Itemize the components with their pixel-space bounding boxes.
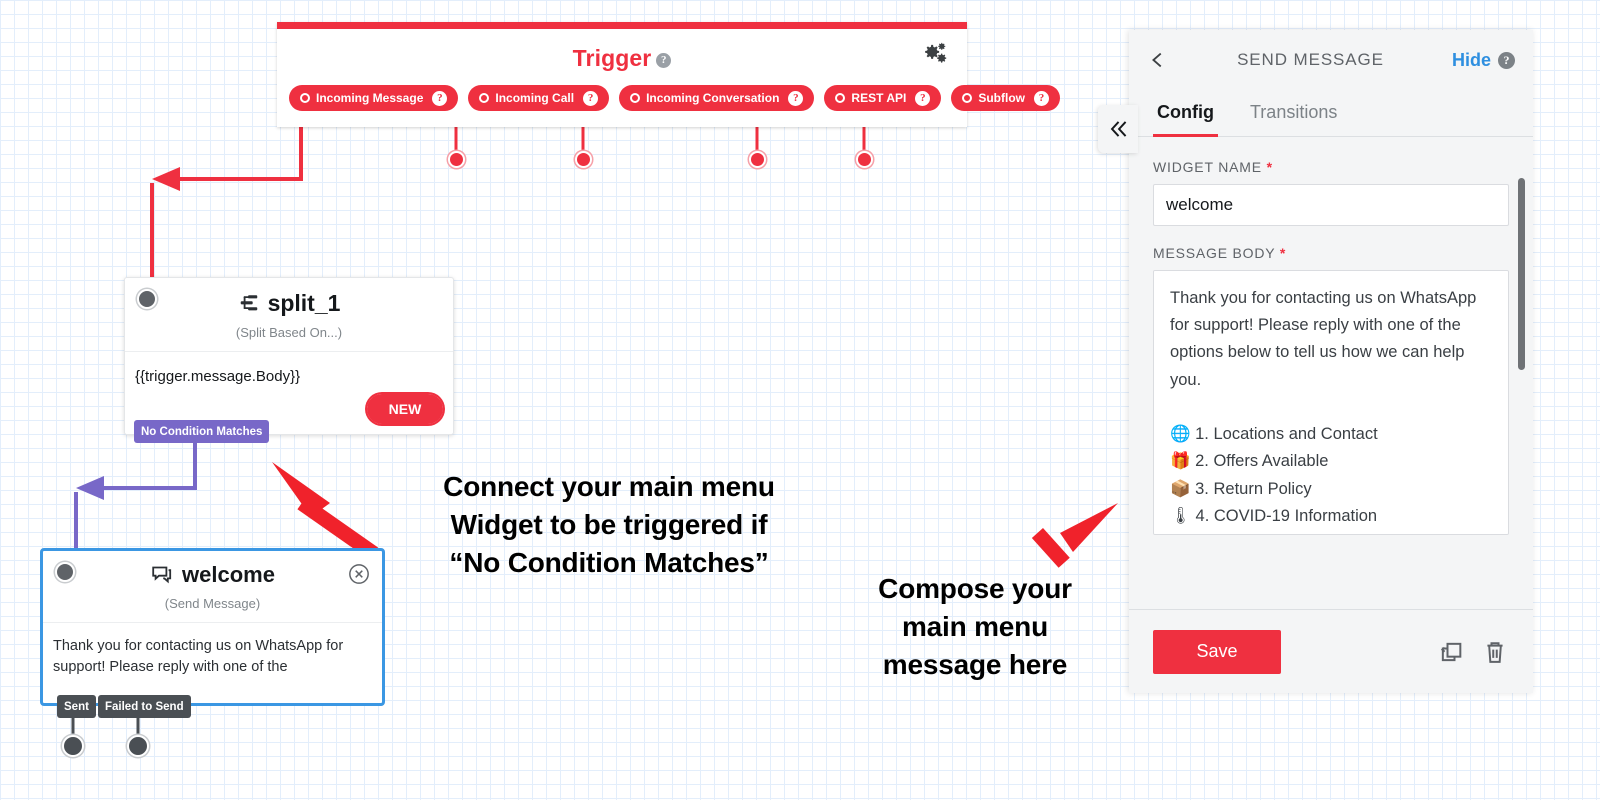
required-marker: * bbox=[1266, 159, 1273, 175]
annotation-connect-main-menu: Connect your main menu Widget to be trig… bbox=[400, 468, 818, 582]
help-icon[interactable]: ? bbox=[1498, 51, 1515, 69]
chip-no-condition-matches[interactable]: No Condition Matches bbox=[134, 420, 270, 443]
message-body-textarea[interactable] bbox=[1153, 270, 1509, 535]
welcome-node-title: welcome bbox=[43, 551, 382, 588]
help-icon[interactable]: ? bbox=[583, 90, 599, 106]
node-input-anchor[interactable] bbox=[137, 289, 157, 309]
trigger-pill-list: Incoming Message ? Incoming Call ? Incom… bbox=[277, 85, 1060, 111]
pill-label: Incoming Call bbox=[495, 91, 575, 105]
welcome-output-dot-sent[interactable] bbox=[62, 735, 84, 757]
split-node-expression: {{trigger.message.Body}} bbox=[135, 368, 301, 385]
panel-form-scroll-area[interactable]: WIDGET NAME * MESSAGE BODY * bbox=[1129, 137, 1533, 609]
connector-dot-icon bbox=[479, 93, 490, 103]
annotation-line: main menu bbox=[901, 611, 1048, 643]
annotation-line: Compose your bbox=[878, 573, 1072, 604]
panel-tabs: Config Transitions bbox=[1129, 90, 1533, 137]
panel-header: SEND MESSAGE Hide ? bbox=[1129, 30, 1533, 90]
connector-dot-icon bbox=[962, 93, 973, 103]
split-node-subtitle: (Split Based On...) bbox=[125, 325, 453, 352]
help-icon[interactable]: ? bbox=[1034, 90, 1049, 106]
chip-failed-to-send[interactable]: Failed to Send bbox=[98, 695, 191, 718]
connector-dot-icon bbox=[300, 93, 310, 103]
welcome-node-subtitle: (Send Message) bbox=[43, 596, 382, 623]
speech-bubble-icon bbox=[152, 566, 172, 584]
trigger-pill-subflow[interactable]: Subflow ? bbox=[951, 85, 1060, 111]
help-icon[interactable]: ? bbox=[432, 90, 448, 106]
send-message-config-panel[interactable]: SEND MESSAGE Hide ? Config Transitions W… bbox=[1129, 30, 1533, 693]
required-marker: * bbox=[1279, 245, 1287, 261]
message-body-label-text: MESSAGE BODY bbox=[1153, 245, 1276, 261]
new-transition-button[interactable]: NEW bbox=[365, 392, 445, 426]
pill-label: REST API bbox=[851, 91, 907, 105]
help-icon[interactable]: ? bbox=[656, 53, 672, 68]
message-body-label: MESSAGE BODY * bbox=[1153, 245, 1509, 261]
trigger-title-text: Trigger bbox=[572, 45, 652, 71]
help-icon[interactable]: ? bbox=[788, 90, 804, 106]
new-button-label: NEW bbox=[367, 394, 443, 424]
tab-config[interactable]: Config bbox=[1153, 90, 1218, 137]
trigger-connector-dot[interactable] bbox=[448, 151, 465, 168]
trigger-connector-dot[interactable] bbox=[575, 151, 592, 168]
split-node-title: split_1 bbox=[125, 278, 453, 317]
connector-dot-icon bbox=[630, 93, 641, 103]
annotation-line: message here bbox=[882, 649, 1068, 681]
trigger-widget[interactable]: Trigger? Incoming Message ? Incoming Cal… bbox=[277, 22, 1060, 127]
trigger-pill-incoming-call[interactable]: Incoming Call ? bbox=[468, 85, 610, 111]
duplicate-icon[interactable] bbox=[1437, 638, 1465, 666]
trash-icon[interactable] bbox=[1481, 638, 1509, 666]
trigger-connector-dot[interactable] bbox=[856, 151, 873, 168]
annotation-line: “No Condition Matches” bbox=[449, 547, 769, 579]
pill-label: Subflow bbox=[978, 91, 1025, 105]
panel-footer: Save bbox=[1129, 609, 1533, 693]
node-input-anchor[interactable] bbox=[55, 562, 75, 582]
widget-name-label-text: WIDGET NAME bbox=[1153, 159, 1262, 175]
tab-transitions[interactable]: Transitions bbox=[1249, 102, 1338, 122]
annotation-compose-message: Compose your main menu message here bbox=[855, 570, 1095, 684]
widget-name-label: WIDGET NAME * bbox=[1153, 159, 1509, 175]
trigger-pill-incoming-message[interactable]: Incoming Message ? bbox=[289, 85, 459, 111]
welcome-widget-node[interactable]: welcome (Send Message) Thank you for con… bbox=[40, 548, 385, 706]
connector-dot-icon bbox=[835, 93, 846, 103]
chip-sent[interactable]: Sent bbox=[57, 695, 96, 718]
double-chevron-left-icon bbox=[1110, 121, 1127, 137]
pill-label: Incoming Message bbox=[316, 91, 424, 105]
widget-name-input[interactable] bbox=[1153, 184, 1509, 226]
trigger-pill-rest-api[interactable]: REST API ? bbox=[824, 85, 942, 111]
trigger-pill-incoming-conversation[interactable]: Incoming Conversation ? bbox=[619, 85, 815, 111]
welcome-output-dot-failed[interactable] bbox=[127, 735, 149, 757]
trigger-connector-dot[interactable] bbox=[749, 151, 766, 168]
welcome-node-message-preview: Thank you for contacting us on WhatsApp … bbox=[53, 638, 344, 675]
pill-label: Incoming Conversation bbox=[646, 91, 780, 105]
split-widget-node[interactable]: split_1 (Split Based On...) {{trigger.me… bbox=[124, 277, 454, 435]
split-icon bbox=[240, 294, 257, 310]
gears-icon[interactable] bbox=[921, 39, 949, 67]
hide-button[interactable]: Hide bbox=[1451, 49, 1491, 70]
welcome-node-name: welcome bbox=[182, 562, 275, 587]
panel-collapse-button[interactable] bbox=[1098, 105, 1138, 153]
annotation-line: Connect your main menu bbox=[443, 471, 775, 502]
trigger-title: Trigger? bbox=[277, 45, 967, 72]
help-icon[interactable]: ? bbox=[915, 90, 931, 106]
chevron-left-icon[interactable] bbox=[1147, 49, 1169, 71]
save-button[interactable]: Save bbox=[1153, 629, 1281, 674]
close-icon[interactable] bbox=[348, 563, 370, 585]
panel-scrollbar-thumb[interactable] bbox=[1518, 178, 1525, 370]
panel-title: SEND MESSAGE bbox=[1237, 50, 1384, 69]
split-node-name: split_1 bbox=[267, 290, 341, 316]
annotation-line: Widget to be triggered if bbox=[450, 509, 768, 541]
